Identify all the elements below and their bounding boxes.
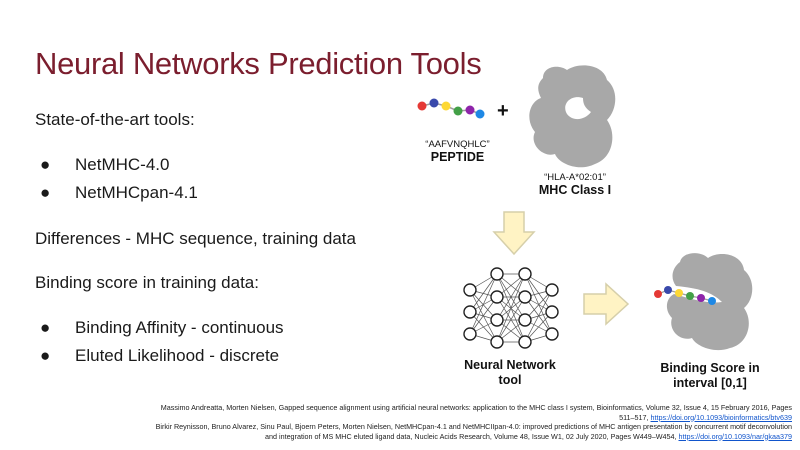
reference-link[interactable]: https://doi.org/10.1093/bioinformatics/b… [650, 412, 792, 422]
bullet-icon: ● [40, 346, 51, 365]
peptide-bead [686, 292, 694, 300]
plus-sign: + [497, 100, 509, 122]
reference-text: Massimo Andreatta, Morten Nielsen, Gappe… [160, 403, 792, 412]
binding-label: Eluted Likelihood - discrete [75, 346, 280, 365]
binding-score-label-line2: interval [0,1] [673, 376, 747, 390]
peptide-chain-icon [417, 98, 485, 119]
nn-node [490, 267, 504, 281]
tool-label: NetMHC-4.0 [75, 155, 170, 174]
nn-node [463, 283, 477, 297]
peptide-bead [675, 289, 683, 297]
binding-score-label-line1: Binding Score in [660, 361, 760, 375]
bullet-icon: ● [40, 318, 51, 337]
right-arrow-icon [583, 282, 630, 326]
peptide-bead [429, 98, 439, 108]
peptide-bead [708, 297, 716, 305]
intro-text: State-of-the-art tools: [35, 110, 195, 129]
mhc-label: MHC Class I [538, 183, 612, 197]
binding-label: Binding Affinity - continuous [75, 318, 284, 337]
nn-node [518, 313, 532, 327]
bullet-icon: ● [40, 183, 51, 202]
nn-node [490, 290, 504, 304]
reference-text: 511–517, [619, 412, 651, 422]
reference-link[interactable]: https://doi.org/10.1093/nar/gkaa379 [678, 431, 793, 441]
nn-node [490, 313, 504, 327]
peptide-bead [465, 105, 475, 115]
nn-tool-label-line2: tool [498, 373, 522, 387]
reference-item: Birkir Reynisson, Bruno Alvarez, Sinu Pa… [12, 422, 792, 441]
neural-network-icon [463, 267, 559, 349]
nn-node [518, 267, 532, 281]
references: Massimo Andreatta, Morten Nielsen, Gappe… [12, 403, 792, 441]
down-arrow-icon [492, 211, 536, 256]
tool-item: ● NetMHC-4.0 [40, 155, 169, 175]
peptide-sequence: “AAFVNQHLC” [425, 139, 490, 150]
nn-node [463, 305, 477, 319]
peptide-bead [417, 101, 427, 111]
tool-label: NetMHCpan-4.1 [75, 183, 198, 202]
mhc-allele: “HLA-A*02:01” [544, 172, 606, 183]
binding-item: ● Eluted Likelihood - discrete [40, 346, 279, 366]
reference-text: Birkir Reynisson, Bruno Alvarez, Sinu Pa… [155, 422, 792, 431]
peptide-bead [697, 294, 705, 302]
differences-text: Differences - MHC sequence, training dat… [35, 229, 356, 248]
nn-tool-label-line1: Neural Network [464, 358, 556, 372]
peptide-bead [664, 286, 672, 294]
tool-item: ● NetMHCpan-4.1 [40, 183, 198, 203]
mhc-class-i-icon [529, 65, 616, 168]
nn-node [518, 290, 532, 304]
peptide-bead [441, 101, 451, 111]
nn-node [545, 305, 559, 319]
slide-title: Neural Networks Prediction Tools [35, 46, 482, 81]
binding-item: ● Binding Affinity - continuous [40, 318, 284, 338]
nn-node [463, 327, 477, 341]
peptide-bead [475, 109, 485, 119]
nn-node [490, 335, 504, 349]
binding-intro-text: Binding score in training data: [35, 273, 259, 292]
reference-text: and integration of MS MHC eluted ligand … [264, 431, 679, 441]
nn-node [518, 335, 532, 349]
reference-item: Massimo Andreatta, Morten Nielsen, Gappe… [12, 403, 792, 422]
peptide-mhc-complex-icon [654, 253, 753, 351]
nn-node [545, 283, 559, 297]
bullet-icon: ● [40, 155, 51, 174]
peptide-label: PEPTIDE [430, 150, 485, 164]
peptide-bead [453, 106, 463, 116]
nn-node [545, 327, 559, 341]
peptide-bead [654, 290, 662, 298]
